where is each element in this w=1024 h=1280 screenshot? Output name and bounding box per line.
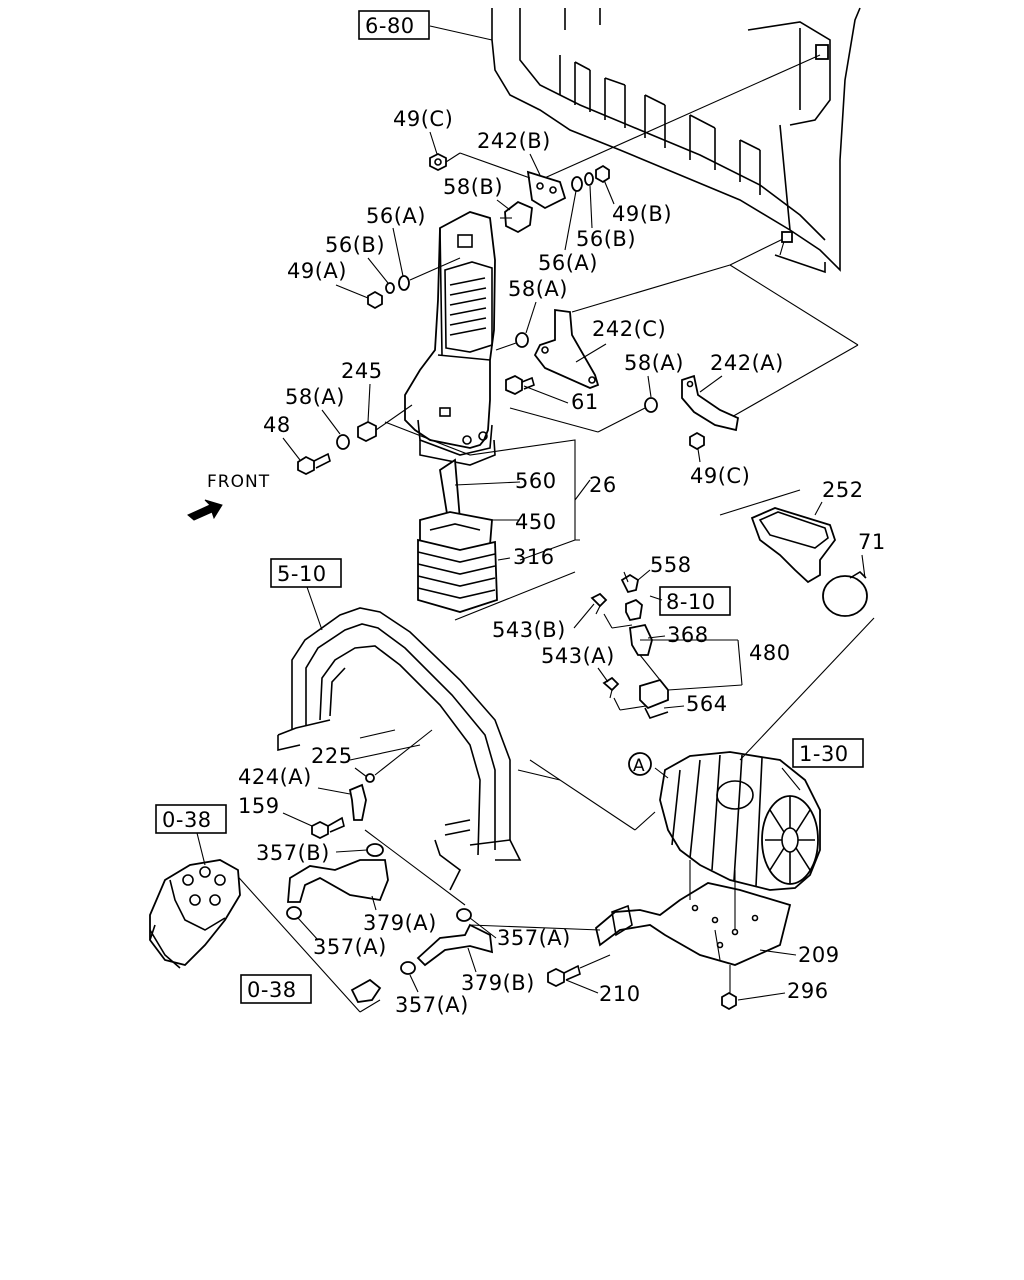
label-56b-left: 56(B) <box>325 233 385 257</box>
label-56a-top: 56(A) <box>366 204 426 228</box>
label-209: 209 <box>798 943 840 967</box>
bolt-159 <box>311 816 345 840</box>
label-357a-2: 357(A) <box>497 926 571 950</box>
bolt-210 <box>547 964 581 988</box>
bracket-242a <box>681 374 740 432</box>
ref-box-1-30[interactable]: 1-30 <box>792 738 864 768</box>
label-560: 560 <box>515 469 557 493</box>
clamp-357a-1 <box>286 906 302 920</box>
label-242c: 242(C) <box>592 317 666 341</box>
clamp-357a-3 <box>400 961 416 975</box>
washer-56b-left <box>385 282 395 294</box>
nut-49c-top <box>429 152 447 172</box>
air-intake-duct <box>404 211 496 466</box>
ref-box-8-10[interactable]: 8-10 <box>659 586 731 616</box>
label-450: 450 <box>515 510 557 534</box>
label-424a: 424(A) <box>238 765 312 789</box>
bracket-564 <box>639 678 669 719</box>
svg-text:8-10: 8-10 <box>666 590 716 614</box>
compressor-0-38 <box>149 859 241 969</box>
label-357a-1: 357(A) <box>313 935 387 959</box>
roll-bar-frame <box>277 607 522 891</box>
label-225: 225 <box>311 744 353 768</box>
label-49b: 49(B) <box>612 202 672 226</box>
label-357b: 357(B) <box>256 841 330 865</box>
svg-text:1-30: 1-30 <box>799 742 849 766</box>
label-564: 564 <box>686 692 728 716</box>
label-26: 26 <box>589 473 617 497</box>
boot-316 <box>417 538 498 613</box>
washer-56a-top <box>398 275 410 291</box>
grommet-58a-mid <box>515 332 529 348</box>
svg-text:5-10: 5-10 <box>277 562 327 586</box>
svg-text:6-80: 6-80 <box>365 14 415 38</box>
front-arrow-icon <box>187 499 223 521</box>
label-61: 61 <box>571 390 599 414</box>
front-label: FRONT <box>207 472 270 492</box>
label-543a: 543(A) <box>541 644 615 668</box>
ref-box-0-38-upper[interactable]: 0-38 <box>155 804 227 834</box>
mount-58b <box>500 200 533 234</box>
sensor-558 <box>620 571 640 594</box>
elbow-0-38 <box>350 978 382 1003</box>
spacer-245 <box>357 420 377 443</box>
label-558: 558 <box>650 553 692 577</box>
nut-49a <box>367 290 383 310</box>
label-379a: 379(A) <box>363 911 437 935</box>
label-56a-mid: 56(A) <box>538 251 598 275</box>
label-368: 368 <box>667 623 709 647</box>
label-48: 48 <box>263 413 291 437</box>
label-159: 159 <box>238 794 280 818</box>
screw-543a <box>602 676 620 699</box>
label-252: 252 <box>822 478 864 502</box>
label-379b: 379(B) <box>461 971 535 995</box>
label-58a-left: 58(A) <box>285 385 345 409</box>
label-543b: 543(B) <box>492 618 566 642</box>
label-49a: 49(A) <box>287 259 347 283</box>
cab-rear-panel <box>491 7 861 272</box>
label-210: 210 <box>599 982 641 1006</box>
bracket-209 <box>594 882 792 966</box>
clamp-357b <box>366 843 384 857</box>
label-245: 245 <box>341 359 383 383</box>
grommet-58a-right <box>644 397 658 413</box>
intake-cover-252 <box>750 507 837 584</box>
grommet-58a-left <box>336 434 350 450</box>
ref-box-0-38-lower[interactable]: 0-38 <box>240 974 312 1004</box>
label-242b: 242(B) <box>477 129 551 153</box>
air-cleaner-assembly <box>659 751 821 891</box>
svg-text:0-38: 0-38 <box>247 978 297 1002</box>
label-58b: 58(B) <box>443 175 503 199</box>
fitting-424a <box>348 773 375 821</box>
ref-box-5-10[interactable]: 5-10 <box>270 558 342 588</box>
label-357a-3: 357(A) <box>395 993 469 1017</box>
bracket-242b <box>526 170 567 210</box>
svg-text:0-38: 0-38 <box>162 808 212 832</box>
label-58a-mid: 58(A) <box>508 277 568 301</box>
label-71: 71 <box>858 530 886 554</box>
label-296: 296 <box>787 979 829 1003</box>
label-56b-right: 56(B) <box>576 227 636 251</box>
ref-box-6-80[interactable]: 6-80 <box>358 10 430 40</box>
hose-379b <box>416 923 494 967</box>
clip-8-10 <box>625 598 643 622</box>
nut-49c-bottom <box>689 431 705 451</box>
label-242a: 242(A) <box>710 351 784 375</box>
label-49c-top: 49(C) <box>393 107 453 131</box>
label-316: 316 <box>513 545 555 569</box>
screw-543b <box>590 592 608 615</box>
bolt-48 <box>297 452 331 476</box>
bracket-242c <box>533 308 600 389</box>
nut-296 <box>721 991 737 1011</box>
clamp-357a-2 <box>456 908 472 922</box>
hose-379a <box>287 859 389 903</box>
washers-56 <box>571 164 610 192</box>
clamp-71 <box>822 570 868 617</box>
label-58a-right: 58(A) <box>624 351 684 375</box>
bolt-61 <box>505 374 535 396</box>
callout-a: A <box>633 756 646 776</box>
label-480: 480 <box>749 641 791 665</box>
label-49c-bottom: 49(C) <box>690 464 750 488</box>
